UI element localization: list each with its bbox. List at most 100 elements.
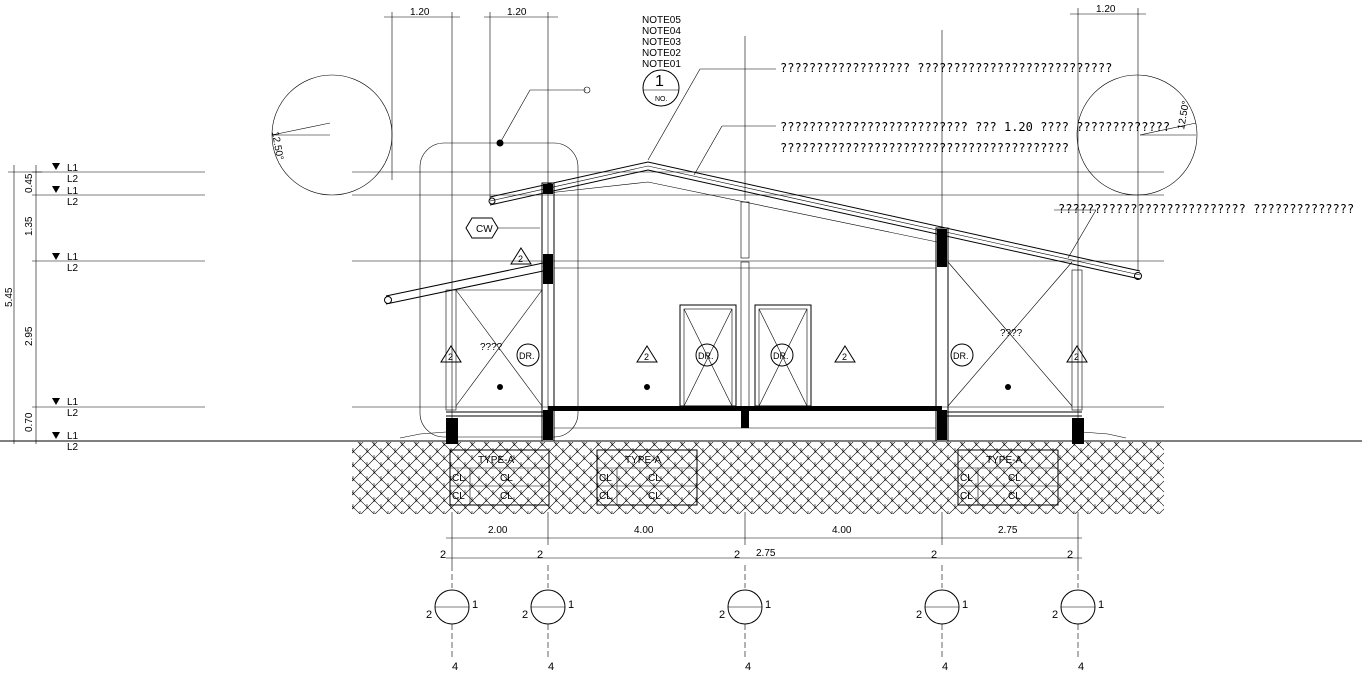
svg-text:CL: CL bbox=[960, 473, 973, 484]
detail-outline bbox=[419, 142, 579, 438]
svg-text:2: 2 bbox=[644, 352, 649, 362]
columns bbox=[445, 182, 1084, 444]
top-dim-1: 1.20 bbox=[410, 7, 430, 18]
svg-text:CL: CL bbox=[599, 473, 612, 484]
svg-text:2: 2 bbox=[931, 549, 937, 561]
svg-text:2: 2 bbox=[734, 549, 740, 561]
svg-text:L2: L2 bbox=[67, 408, 79, 419]
level-marker: L1 L2 bbox=[52, 397, 79, 419]
grid-marker: 2 2 1 4 bbox=[522, 549, 574, 673]
footing-table-3: TYPE-A CL CL CL CL bbox=[957, 449, 1059, 506]
svg-text:DR.: DR. bbox=[953, 351, 969, 361]
low-roof bbox=[384, 261, 549, 305]
svg-text:2: 2 bbox=[719, 609, 725, 621]
room-panels bbox=[455, 261, 1073, 407]
top-dimensions bbox=[384, 8, 1146, 440]
svg-text:2: 2 bbox=[537, 549, 543, 561]
svg-text:2: 2 bbox=[916, 609, 922, 621]
height-dim-1: 0.45 bbox=[24, 173, 35, 193]
svg-text:2: 2 bbox=[440, 549, 446, 561]
svg-text:4: 4 bbox=[1078, 661, 1084, 673]
annotation-4: ?????????????????????????? ?????????????… bbox=[1058, 202, 1354, 216]
svg-text:2: 2 bbox=[522, 609, 528, 621]
svg-text:CL: CL bbox=[648, 491, 661, 502]
svg-text:1: 1 bbox=[962, 599, 968, 611]
svg-text:NOTE01: NOTE01 bbox=[642, 59, 681, 70]
svg-text:CL: CL bbox=[452, 491, 465, 502]
svg-text:CL: CL bbox=[452, 473, 465, 484]
svg-text:1: 1 bbox=[1098, 599, 1104, 611]
grid-marker: 2 2 1 4 bbox=[916, 549, 968, 673]
slope-label-left: 12.50° bbox=[269, 131, 285, 162]
span-dim-2: 4.00 bbox=[634, 525, 654, 536]
floor-slab bbox=[399, 406, 1127, 439]
level-marker: L1 L2 bbox=[52, 163, 79, 185]
span-dim-3: 4.00 bbox=[832, 525, 852, 536]
grid-marker: 2 2 1 4 bbox=[719, 549, 771, 673]
notes-stack: NOTE05 NOTE04 NOTE03 NOTE02 NOTE01 bbox=[642, 15, 681, 70]
svg-text:TYPE-A: TYPE-A bbox=[986, 455, 1022, 466]
svg-text:2: 2 bbox=[426, 609, 432, 621]
svg-text:2: 2 bbox=[842, 352, 847, 362]
door bbox=[754, 304, 812, 407]
svg-text:CL: CL bbox=[500, 491, 513, 502]
svg-text:1: 1 bbox=[568, 599, 574, 611]
triangle-tag: 2 bbox=[834, 345, 856, 363]
svg-text:L2: L2 bbox=[67, 197, 79, 208]
svg-text:CL: CL bbox=[599, 491, 612, 502]
level-marker: L1 L2 bbox=[52, 431, 79, 453]
svg-text:L2: L2 bbox=[67, 442, 79, 453]
svg-text:CL: CL bbox=[960, 491, 973, 502]
dr-tag: DR. bbox=[516, 343, 540, 367]
top-dim-3: 1.20 bbox=[1096, 4, 1116, 15]
svg-text:4: 4 bbox=[745, 661, 751, 673]
dr-tag: DR. bbox=[695, 343, 719, 367]
dr-tag: DR. bbox=[770, 343, 794, 367]
svg-text:NOTE02: NOTE02 bbox=[642, 48, 681, 59]
room-label: ???? bbox=[480, 342, 503, 353]
dr-tag: DR. bbox=[950, 343, 974, 367]
svg-text:L1: L1 bbox=[67, 163, 79, 174]
svg-text:NO.: NO. bbox=[655, 96, 668, 103]
slope-indicator-right bbox=[1076, 74, 1198, 196]
svg-text:CL: CL bbox=[500, 473, 513, 484]
room-label: ???? bbox=[1000, 328, 1023, 339]
level-lines bbox=[32, 171, 1164, 408]
triangle-tag: 2 bbox=[440, 345, 462, 363]
svg-text:L2: L2 bbox=[67, 263, 79, 274]
svg-text:NOTE04: NOTE04 bbox=[642, 26, 681, 37]
grid-marker: 2 2 1 4 bbox=[1052, 549, 1104, 673]
svg-text:1: 1 bbox=[655, 73, 664, 90]
overall-height-dim: 5.45 bbox=[4, 287, 15, 307]
annotation-2: ?????????????????????????? ??? 1.20 ????… bbox=[780, 120, 1170, 134]
svg-text:TYPE-A: TYPE-A bbox=[625, 455, 661, 466]
left-dimension-chain bbox=[8, 165, 42, 444]
triangle-tag: 2 bbox=[510, 247, 532, 265]
soil-hatch bbox=[352, 442, 1164, 514]
svg-text:L1: L1 bbox=[67, 252, 79, 263]
svg-text:NOTE03: NOTE03 bbox=[642, 37, 681, 48]
footing-table-2: TYPE-A CL CL CL CL bbox=[596, 449, 698, 506]
svg-text:NOTE05: NOTE05 bbox=[642, 15, 681, 26]
svg-text:L2: L2 bbox=[67, 174, 79, 185]
svg-text:2: 2 bbox=[518, 254, 523, 264]
cw-tag: CW bbox=[465, 217, 540, 239]
footing-table-1: TYPE-A CL CL CL CL bbox=[449, 449, 550, 506]
svg-text:4: 4 bbox=[942, 661, 948, 673]
callout-bubble: 1 NO. bbox=[642, 69, 680, 107]
svg-text:DR.: DR. bbox=[773, 351, 789, 361]
span-dim-1: 2.00 bbox=[488, 525, 508, 536]
svg-text:2: 2 bbox=[448, 352, 453, 362]
svg-text:2: 2 bbox=[1052, 609, 1058, 621]
level-marker: L1 L2 bbox=[52, 186, 79, 208]
door bbox=[679, 304, 737, 407]
svg-text:1: 1 bbox=[765, 599, 771, 611]
height-dim-4: 0.70 bbox=[24, 412, 35, 432]
annotation-3: ???????????????????????????????????????? bbox=[780, 141, 1069, 155]
triangle-tag: 2 bbox=[636, 345, 658, 363]
svg-text:4: 4 bbox=[548, 661, 554, 673]
svg-text:1: 1 bbox=[472, 599, 478, 611]
svg-text:CL: CL bbox=[1008, 491, 1021, 502]
svg-text:L1: L1 bbox=[67, 186, 79, 197]
